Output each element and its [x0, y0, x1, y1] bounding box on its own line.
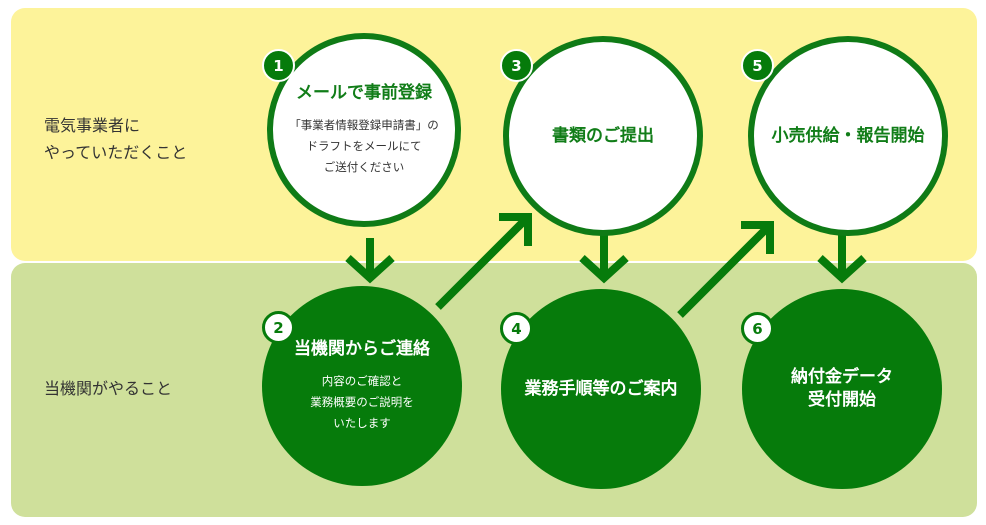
step-4-circle: 業務手順等のご案内 [501, 289, 701, 489]
step-1-badge: 1 [262, 49, 295, 82]
arrow-down-3-to-4 [579, 232, 629, 284]
step-2-circle: 当機関からご連絡 内容のご確認と 業務概要のご説明を いたします [262, 286, 462, 486]
step-3-title: 書類のご提出 [552, 125, 654, 146]
step-1-circle: メールで事前登録 「事業者情報登録申請書」の ドラフトをメールにて ご送付くださ… [267, 33, 461, 227]
step-2-title: 当機関からご連絡 [294, 339, 430, 359]
step-2-description: 内容のご確認と 業務概要のご説明を いたします [310, 374, 414, 430]
step-1-title: メールで事前登録 [296, 83, 432, 103]
arrow-diagonal-2-to-3 [435, 213, 532, 310]
step-5-title: 小売供給・報告開始 [771, 125, 925, 146]
step-3-circle: 書類のご提出 [503, 36, 703, 236]
step-2-badge: 2 [262, 311, 295, 344]
step-6-title: 納付金データ 受付開始 [791, 367, 893, 410]
step-6-circle: 納付金データ 受付開始 [742, 289, 942, 489]
arrow-down-1-to-2 [345, 238, 395, 284]
step-3-badge: 3 [500, 49, 533, 82]
step-1-description: 「事業者情報登録申請書」の ドラフトをメールにて ご送付ください [289, 118, 439, 174]
row-label-operators: 電気事業者に やっていただくこと [44, 116, 188, 162]
row-label-organization: 当機関がやること [44, 379, 173, 398]
arrow-diagonal-4-to-5 [677, 221, 774, 318]
step-6-badge: 6 [741, 312, 774, 345]
step-5-badge: 5 [741, 49, 774, 82]
arrow-down-5-to-6 [817, 232, 867, 284]
step-4-badge: 4 [500, 312, 533, 345]
step-4-title: 業務手順等のご案内 [524, 378, 678, 399]
step-5-circle: 小売供給・報告開始 [748, 36, 948, 236]
